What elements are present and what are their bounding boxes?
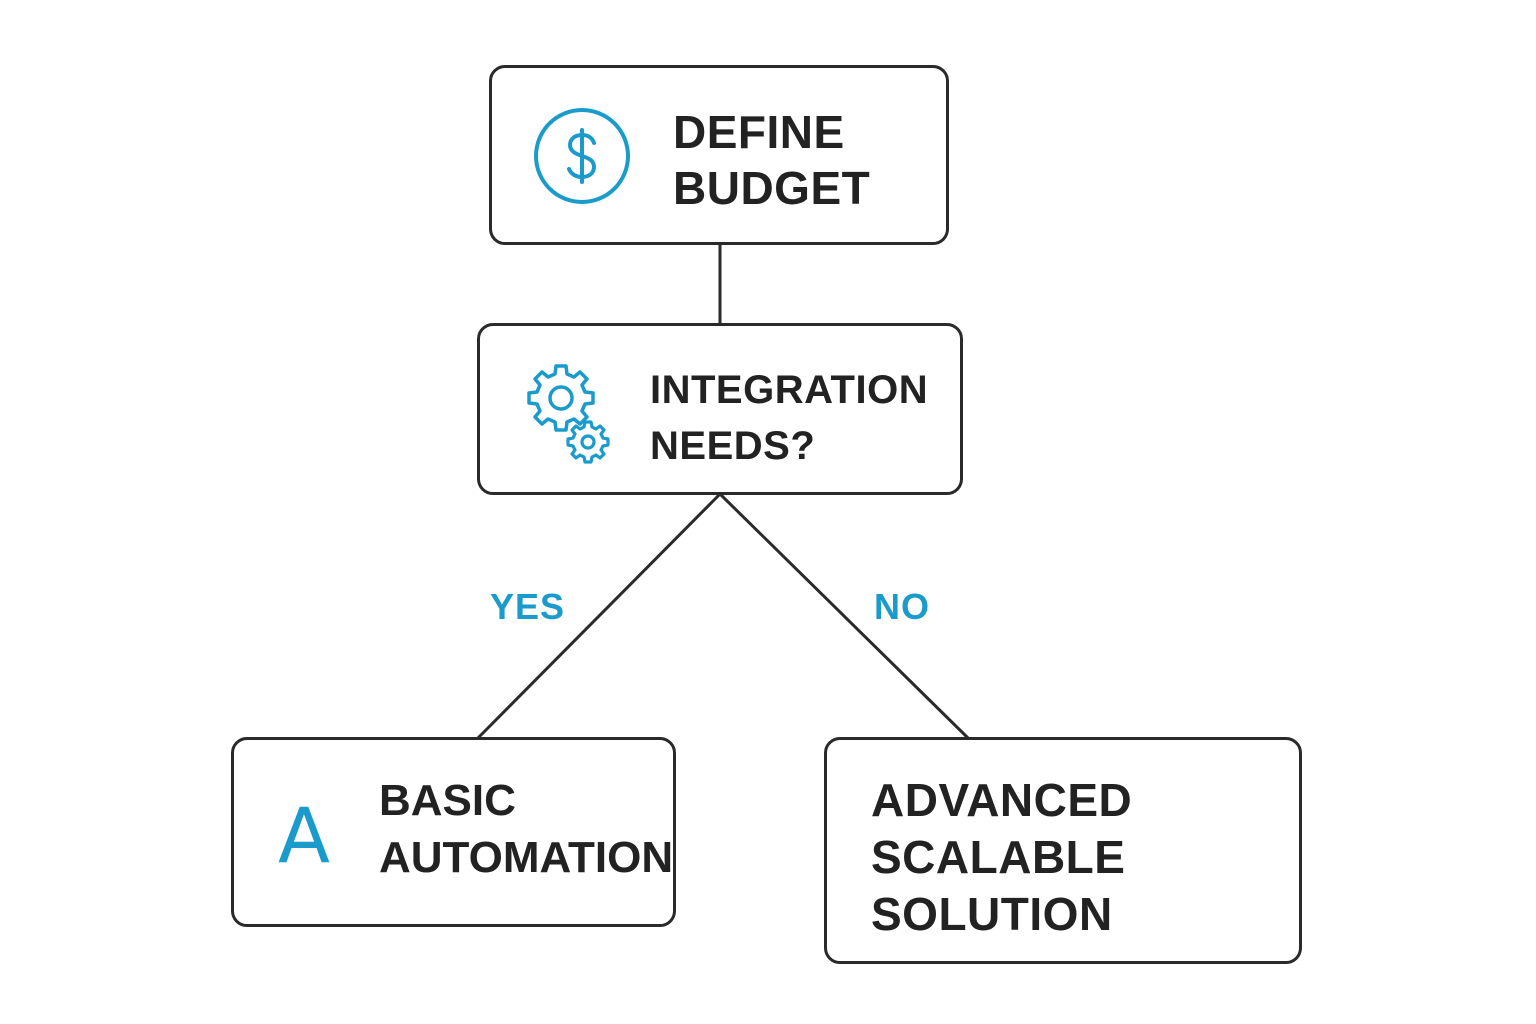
letter-a-icon: A: [278, 791, 330, 880]
integration-needs-line-1: INTEGRATION: [650, 368, 929, 412]
gears-icon: [527, 364, 610, 464]
yes-branch-label: YES: [490, 586, 566, 627]
dollar-circle-icon: [534, 108, 630, 204]
basic-automation-line-1: BASIC: [379, 776, 516, 825]
advanced-scalable-solution-node: ADVANCED SCALABLE SOLUTION: [824, 737, 1302, 964]
integration-needs-line-2: NEEDS?: [650, 424, 816, 468]
advanced-solution-label: ADVANCED SCALABLE SOLUTION: [871, 772, 1132, 943]
basic-automation-node: A BASIC AUTOMATION: [231, 737, 676, 927]
connector-integration-to-advanced: [718, 492, 970, 740]
define-budget-line-1: DEFINE: [673, 106, 845, 158]
basic-automation-label: BASIC AUTOMATION: [379, 772, 673, 886]
advanced-solution-line-3: SOLUTION: [871, 888, 1113, 940]
advanced-solution-line-1: ADVANCED: [871, 774, 1133, 826]
connector-integration-to-basic: [476, 492, 722, 740]
define-budget-line-2: BUDGET: [673, 162, 871, 214]
integration-needs-label: INTEGRATION NEEDS?: [650, 362, 928, 474]
no-branch-label: NO: [874, 586, 930, 627]
integration-needs-node: INTEGRATION NEEDS?: [477, 323, 963, 495]
basic-automation-line-2: AUTOMATION: [379, 833, 674, 882]
define-budget-node: DEFINE BUDGET: [489, 65, 949, 245]
define-budget-label: DEFINE BUDGET: [673, 104, 870, 216]
advanced-solution-line-2: SCALABLE: [871, 831, 1126, 883]
